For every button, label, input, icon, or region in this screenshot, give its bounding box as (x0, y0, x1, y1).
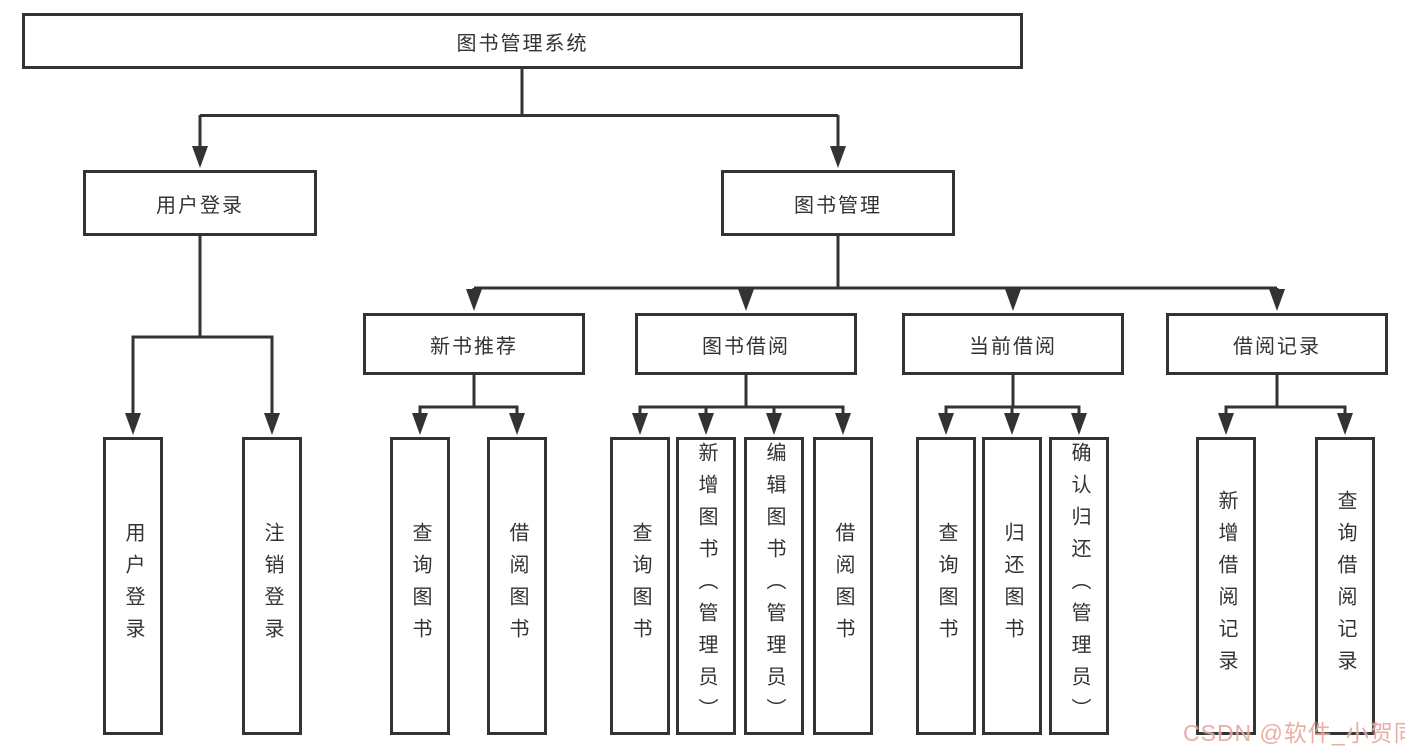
leaf-confirm-return-admin: 确认归还（管理员） (1049, 437, 1109, 735)
leaf-borrow-books-recommend: 借阅图书 (487, 437, 547, 735)
node-user-login: 用户登录 (83, 170, 317, 236)
leaf-edit-books-admin-label: 编辑图书（管理员） (763, 442, 785, 730)
node-current-borrowing-label: 当前借阅 (969, 335, 1057, 358)
leaf-return-books-label: 归还图书 (1001, 522, 1023, 650)
leaf-add-books-admin: 新增图书（管理员） (676, 437, 736, 735)
node-borrowing-records: 借阅记录 (1166, 313, 1388, 375)
leaf-query-books-current: 查询图书 (916, 437, 976, 735)
leaf-user-login-label: 用户登录 (122, 522, 144, 650)
leaf-query-books-borrowing-label: 查询图书 (629, 522, 651, 650)
leaf-query-books-borrowing: 查询图书 (610, 437, 670, 735)
leaf-return-books: 归还图书 (982, 437, 1042, 735)
leaf-query-borrow-record-label: 查询借阅记录 (1334, 490, 1356, 682)
leaf-query-books-current-label: 查询图书 (935, 522, 957, 650)
node-new-book-recommend-label: 新书推荐 (430, 335, 518, 358)
node-root-label: 图书管理系统 (456, 32, 589, 55)
leaf-logout-label: 注销登录 (261, 522, 283, 650)
leaf-add-books-admin-label: 新增图书（管理员） (695, 442, 717, 730)
leaf-add-borrow-record: 新增借阅记录 (1196, 437, 1256, 735)
leaf-borrow-books-label: 借阅图书 (832, 522, 854, 650)
node-current-borrowing: 当前借阅 (902, 313, 1124, 375)
leaf-borrow-books: 借阅图书 (813, 437, 873, 735)
node-root-system: 图书管理系统 (22, 13, 1023, 69)
node-new-book-recommend: 新书推荐 (363, 313, 585, 375)
node-user-login-label: 用户登录 (156, 194, 244, 217)
node-book-management-label: 图书管理 (794, 194, 882, 217)
leaf-query-books-recommend-label: 查询图书 (409, 522, 431, 650)
csdn-watermark: CSDN @软件_小贺同学 (1183, 720, 1405, 746)
leaf-add-borrow-record-label: 新增借阅记录 (1215, 490, 1237, 682)
node-book-borrowing-label: 图书借阅 (702, 335, 790, 358)
node-book-management: 图书管理 (721, 170, 955, 236)
leaf-edit-books-admin: 编辑图书（管理员） (744, 437, 804, 735)
leaf-borrow-books-recommend-label: 借阅图书 (506, 522, 528, 650)
leaf-query-borrow-record: 查询借阅记录 (1315, 437, 1375, 735)
arrowheads (125, 146, 1353, 435)
leaf-user-login: 用户登录 (103, 437, 163, 735)
node-book-borrowing: 图书借阅 (635, 313, 857, 375)
leaf-confirm-return-admin-label: 确认归还（管理员） (1068, 442, 1090, 730)
leaf-query-books-recommend: 查询图书 (390, 437, 450, 735)
leaf-logout: 注销登录 (242, 437, 302, 735)
node-borrowing-records-label: 借阅记录 (1233, 335, 1321, 358)
